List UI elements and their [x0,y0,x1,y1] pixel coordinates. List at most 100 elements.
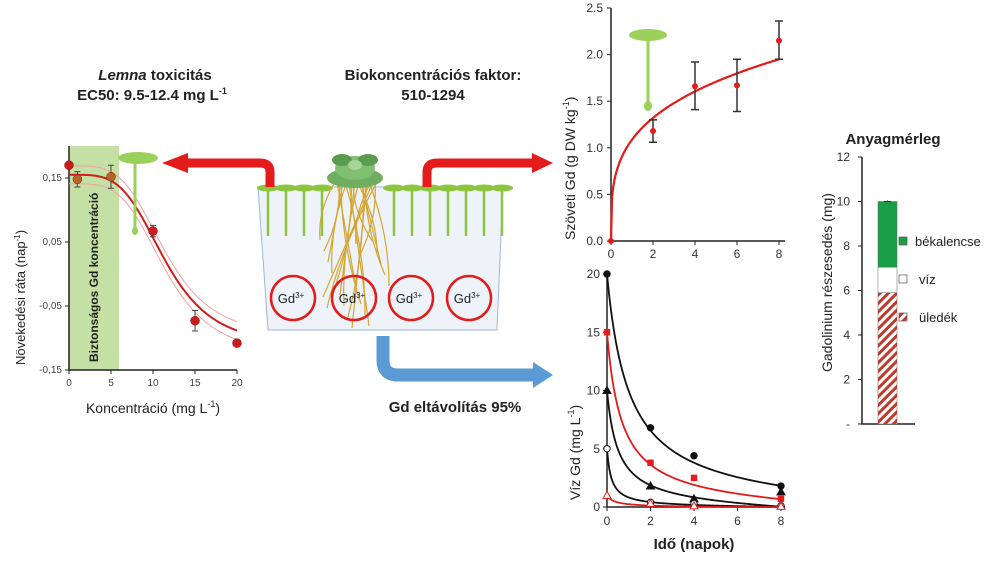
y-tick-label: - [846,417,850,431]
bcf-value: 510-1294 [401,87,465,104]
fit-curve [69,173,238,332]
arrowhead-left [162,153,188,173]
bcf-heading: Biokoncentrációs faktor: [345,67,522,84]
data-point [692,83,698,90]
x-tick-label: 2 [647,514,654,528]
data-point [650,128,656,135]
data-point [603,445,611,453]
x-tick-label: 6 [734,514,741,528]
y-tick-label: 15 [587,325,601,339]
root-strand [322,181,374,298]
mass-balance-y-label: Gadolinium részesedés (mg) [819,193,835,372]
y-tick-label: 20 [587,267,601,281]
duckweed-frond [401,184,423,192]
y-tick-label: -0,05 [39,301,62,312]
data-point [148,226,158,236]
y-tick-label: 10 [587,384,601,398]
axis-lines [606,274,785,508]
data-point [645,481,656,490]
band-label: Biztonságos Gd koncentráció [87,193,101,362]
y-tick-label: 5 [593,442,600,456]
x-tick-label: 15 [189,378,201,389]
ec50-heading: EC50: 9.5-12.4 mg L-1 [77,86,227,104]
y-tick-label: 1.0 [586,141,603,155]
data-point [232,338,242,348]
water-y-label: Víz Gd (mg L-1) [566,405,583,500]
x-tick-label: 0 [608,247,615,261]
series-curve [606,332,782,501]
arrowhead-blue [533,362,553,388]
gd-ion-label: Gd3+ [278,291,305,306]
data-point [603,329,611,336]
lemna-icon [118,152,158,235]
duckweed-frond [293,184,315,192]
toxicity-y-label: Növekedési ráta (nap-1) [13,230,28,365]
toxicity-chart: Biztonságos Gd koncentráció Növekedési r… [13,146,243,416]
data-point [734,82,740,89]
data-point [602,385,612,394]
data-point [690,452,698,460]
gd-ion-circle [269,274,317,322]
x-tick-label: 2 [650,247,657,261]
root-strand [355,181,372,245]
y-tick-label: 4 [843,328,850,342]
y-tick-label: -0,15 [39,365,62,376]
toxicity-heading: Lemna toxicitás [98,67,211,84]
y-tick-label: 6 [843,284,850,298]
gd-ion-circle [387,274,435,322]
mass-balance-title: Anyagmérleg [845,131,940,148]
gd-ion-circle [445,274,493,322]
y-tick-label: 2 [843,373,850,387]
x-tick-label: 0 [604,514,611,528]
y-tick-label: 2.5 [586,1,603,15]
legend-label: békalencse [915,234,981,249]
y-tick-label: 2.0 [586,48,603,62]
duckweed-frond [437,184,459,192]
data-point [776,37,782,44]
root-strand [359,181,376,256]
arrow-to-toxicity [185,158,275,187]
x-tick-label: 5 [108,378,114,389]
lemna-icon [629,29,667,111]
gd-ion-label: Gd3+ [396,291,423,306]
gd-ion-label: Gd3+ [454,291,481,306]
x-tick-label: 0 [66,378,72,389]
water-lettuce-plant [319,154,390,329]
legend-label: víz [919,272,936,287]
arrow-to-tissue [422,158,535,187]
removal-heading: Gd eltávolítás 95% [389,399,522,416]
y-tick-label: 0,15 [43,173,63,184]
duckweed-row [257,184,513,236]
data-point [776,501,786,510]
y-tick-label: 10 [837,195,851,209]
axis-lines [610,8,785,242]
y-tick-label: 0.5 [586,187,603,201]
data-point [646,424,655,432]
root-strand [368,181,390,287]
legend-swatch [898,274,908,284]
arrowhead-right [532,153,553,173]
duckweed-frond [473,184,495,192]
legend-label: üledék [919,310,958,325]
series-curve [606,273,782,487]
gd-ion-circle [330,274,378,322]
data-point [602,490,612,499]
mass-balance-chart: Anyagmérleg Gadolinium részesedés (mg) -… [819,131,981,431]
data-point [777,495,785,503]
gd-ions: Gd3+Gd3+Gd3+Gd3+ [269,274,493,322]
x-tick-label: 4 [692,247,699,261]
x-tick-label: 4 [691,514,698,528]
y-tick-label: 0.0 [586,234,603,248]
pond-diagram: Gd3+Gd3+Gd3+Gd3+ [162,153,553,388]
data-point [190,315,200,326]
legend-swatch [898,312,908,322]
tissue-gd-chart: Szöveti Gd (g DW kg-1) 0.00.51.01.52.02.… [561,1,785,261]
data-point [647,459,654,466]
y-tick-label: 1.5 [586,94,603,108]
x-tick-label: 6 [734,247,741,261]
data-point [106,171,116,182]
arrow-to-water [376,336,535,382]
duckweed-frond [311,184,333,192]
y-tick-label: 0 [593,500,600,514]
